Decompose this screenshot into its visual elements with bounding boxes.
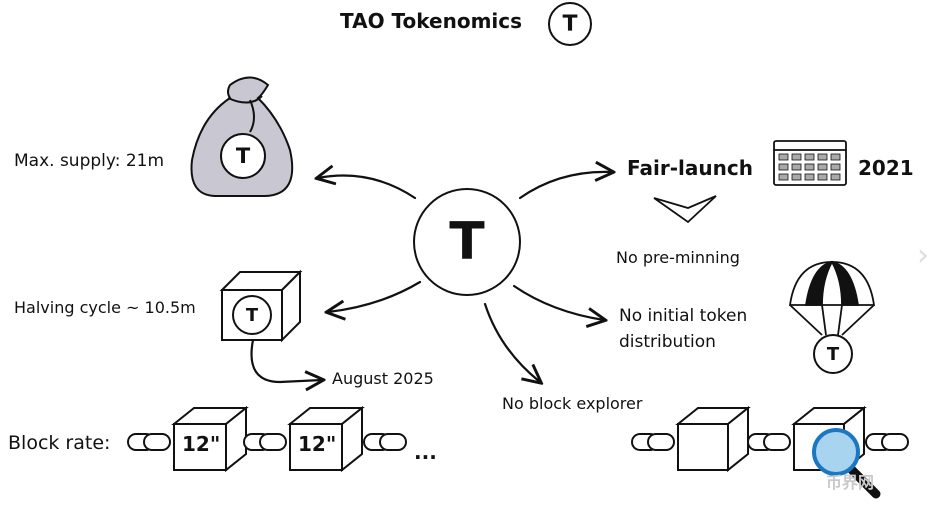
- watermark-logo: 币界网: [826, 473, 875, 492]
- halving-cycle-label: Halving cycle ~ 10.5m: [14, 298, 196, 317]
- chain-link-icon: [127, 433, 171, 451]
- calendar-icon: [773, 140, 847, 186]
- arrow-to-supply: [318, 176, 417, 200]
- next-slide-chevron-icon[interactable]: ›: [917, 238, 929, 273]
- parachute-icon: [788, 260, 876, 336]
- no-initial-distribution-line1: No initial token: [619, 306, 748, 326]
- page-title: TAO Tokenomics: [340, 9, 523, 33]
- arrow-to-august: [250, 338, 322, 382]
- magnifier-icon: [812, 428, 881, 499]
- chain-link-icon: [243, 433, 287, 451]
- arrow-to-distribution: [512, 284, 604, 320]
- block-time-2: 12": [298, 432, 337, 456]
- fair-launch-label: Fair-launch: [627, 156, 753, 180]
- block-cube-2: [289, 423, 343, 471]
- bag-token-icon: Τ: [220, 133, 266, 179]
- block-chain-left: [127, 405, 407, 473]
- arrow-to-block-explorer: [483, 302, 540, 382]
- token-symbol: Τ: [449, 212, 485, 272]
- token-symbol: Τ: [826, 343, 840, 365]
- halving-date-label: August 2025: [332, 369, 434, 388]
- launch-year-label: 2021: [858, 156, 914, 180]
- token-symbol: Τ: [235, 144, 251, 168]
- block-cube-1: [173, 423, 227, 471]
- chevron-down-icon: [653, 195, 717, 224]
- chain-link-icon: [747, 433, 791, 451]
- title-token-icon: Τ: [548, 2, 592, 46]
- block-rate-label: Block rate:: [8, 432, 111, 454]
- arrow-to-fair-launch: [518, 172, 612, 200]
- token-symbol: Τ: [562, 11, 578, 37]
- chain-link-icon: [363, 433, 407, 451]
- no-block-explorer-label: No block explorer: [502, 394, 643, 413]
- central-token-icon: Τ: [413, 188, 521, 296]
- block-chain-right: [631, 405, 909, 473]
- cube-token-icon: Τ: [232, 295, 272, 335]
- chain-link-icon: [631, 433, 675, 451]
- parachute-token-icon: Τ: [813, 334, 853, 374]
- no-initial-distribution-line2: distribution: [619, 332, 716, 352]
- chain-link-icon: [865, 433, 909, 451]
- max-supply-label: Max. supply: 21m: [14, 151, 165, 171]
- no-premining-label: No pre-minning: [616, 248, 740, 267]
- arrow-to-halving: [328, 280, 422, 312]
- token-symbol: Τ: [245, 304, 259, 326]
- block-time-1: 12": [182, 432, 221, 456]
- chain-ellipsis: ...: [414, 440, 437, 464]
